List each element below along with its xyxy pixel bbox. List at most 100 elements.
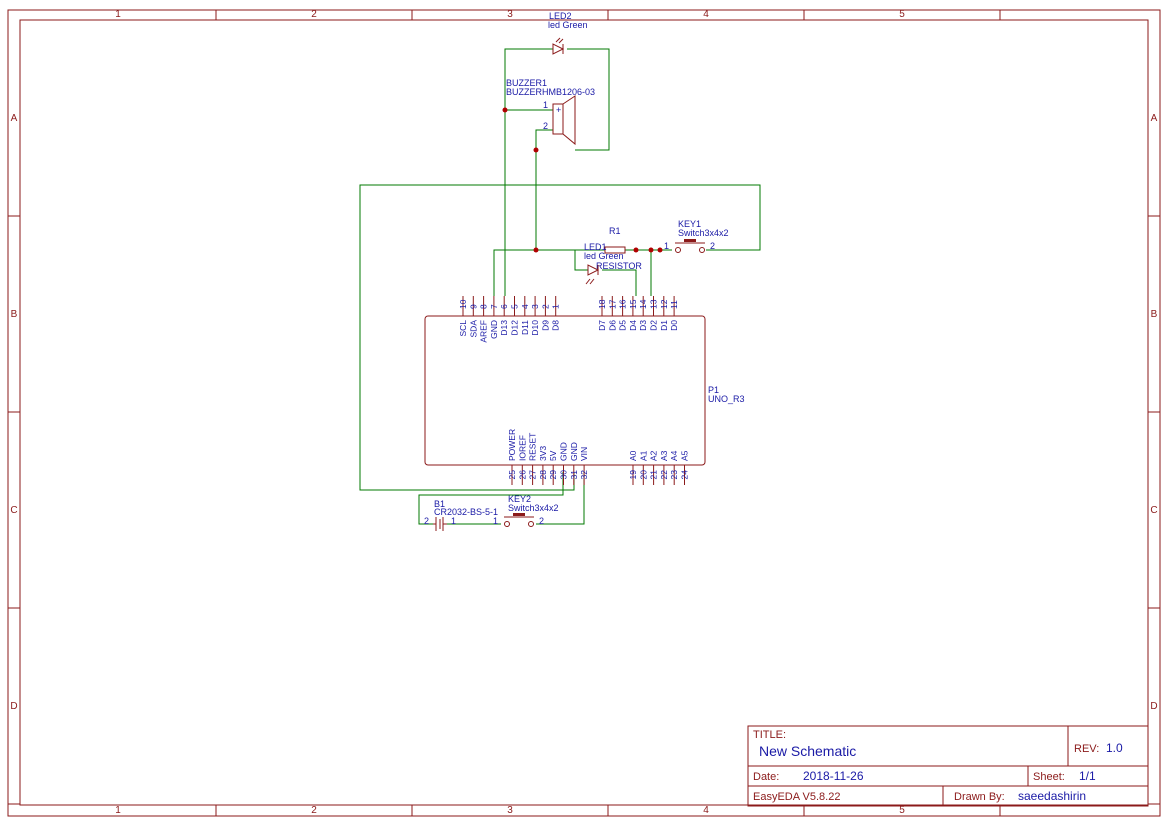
frame-row-right-D: D (1150, 701, 1157, 712)
r1-value: RESISTOR (596, 261, 642, 271)
frame-col-bottom-1: 1 (115, 805, 121, 816)
led1-value: led Green (584, 251, 624, 261)
p1-bottom-left-pin-name: IOREF (517, 435, 527, 461)
title-value: New Schematic (759, 743, 856, 759)
title-label: TITLE: (753, 729, 786, 741)
p1-bottom-right-pin-name: A3 (659, 450, 669, 461)
p1-bottom-left-pin-number: 31 (569, 470, 579, 480)
p1-top-right-pin-name: D2 (649, 320, 659, 331)
key1-symbol[interactable]: KEY1 Switch3x4x2 1 2 (664, 219, 729, 253)
led1-ref: LED1 (584, 242, 607, 252)
led1-symbol[interactable]: LED1 led Green (584, 242, 624, 285)
p1-bottom-left-pin-name: GND (569, 442, 579, 461)
p1-top-left-pin-number: 2 (540, 304, 550, 309)
p1-top-left-pin-number: 7 (489, 304, 499, 309)
p1-top-right-pin-number: 11 (669, 300, 679, 309)
p1-top-right-pin-name: D0 (669, 320, 679, 331)
p1-ref: P1 (708, 385, 719, 395)
led2-ref: LED2 (549, 11, 572, 21)
p1-top-left-pin-name: AREF (479, 320, 489, 343)
p1-bottom-right-pin-number: 22 (659, 470, 669, 480)
p1-bottom-left-pin-number: 32 (579, 470, 589, 480)
b1-pin1: 1 (451, 516, 456, 526)
p1-top-left-pin-number: 1 (551, 304, 561, 309)
buzzer1-symbol[interactable]: BUZZER1 BUZZERHMB1206-03 1 2 + (506, 78, 595, 146)
key2-value: Switch3x4x2 (508, 503, 559, 513)
p1-bottom-left-pin-name: RESET (528, 433, 538, 461)
b1-battery-symbol[interactable]: B1 CR2032-BS-5-1 1 2 (424, 499, 498, 531)
p1-top-left-pin-number: 5 (510, 304, 520, 309)
p1-bottom-left-pin-number: 27 (528, 470, 538, 480)
led2-symbol[interactable]: LED2 led Green (548, 11, 588, 55)
p1-bottom-right-pin-name: A2 (649, 450, 659, 461)
p1-top-left-pin-name: D13 (499, 320, 509, 336)
p1-bottom-left-pin-name: 3V3 (538, 446, 548, 461)
p1-bottom-left-pin-number: 30 (559, 470, 569, 480)
p1-bottom-right-pin-name: A0 (628, 450, 638, 461)
frame-row-left-C: C (10, 505, 17, 516)
b1-ref: B1 (434, 499, 445, 509)
drawn-value: saeedashirin (1018, 789, 1086, 803)
frame-col-bottom-5: 5 (899, 805, 905, 816)
p1-uno-r3[interactable]: P1 UNO_R3 10SCL9SDA8AREF7GND6D135D124D11… (424, 296, 745, 485)
sheet-value: 1/1 (1079, 769, 1096, 783)
frame-col-top-1: 1 (115, 9, 121, 20)
p1-bottom-left-pin-name: GND (559, 442, 569, 461)
rev-value: 1.0 (1106, 741, 1123, 755)
key2-pin1: 1 (493, 516, 498, 526)
p1-bottom-right-pin-name: A1 (638, 450, 648, 461)
b1-value: CR2032-BS-5-1 (434, 507, 498, 517)
p1-top-right-pin-name: D7 (597, 320, 607, 331)
key1-pin2: 2 (710, 241, 715, 251)
p1-top-right-pin-number: 18 (597, 299, 607, 309)
p1-bottom-left-pin-name: 5V (548, 450, 558, 461)
date-label: Date: (753, 771, 779, 783)
buzzer1-pin2: 2 (543, 121, 548, 131)
led2-value: led Green (548, 20, 588, 30)
p1-top-left-pin-number: 8 (479, 304, 489, 309)
key2-ref: KEY2 (508, 494, 531, 504)
key2-symbol[interactable]: KEY2 Switch3x4x2 1 2 (493, 494, 559, 527)
p1-value: UNO_R3 (708, 394, 745, 404)
sheet-label: Sheet: (1033, 771, 1065, 783)
key1-ref: KEY1 (678, 219, 701, 229)
p1-bottom-right-pin-name: A5 (680, 450, 690, 461)
p1-bottom-left-pin-name: VIN (579, 447, 589, 461)
p1-top-right-pin-name: D3 (638, 320, 648, 331)
frame-row-right-A: A (1151, 113, 1158, 124)
p1-bottom-right-pin-number: 20 (638, 470, 648, 480)
p1-bottom-left-pin-number: 26 (517, 470, 527, 480)
p1-top-left-pin-name: SDA (468, 320, 478, 338)
p1-bottom-right-pin-number: 19 (628, 470, 638, 480)
title-block: TITLE: New Schematic REV: 1.0 Date: 2018… (747, 725, 1149, 807)
p1-top-right-pin-name: D4 (628, 320, 638, 331)
rev-label: REV: (1074, 743, 1099, 755)
p1-top-right-pin-number: 15 (628, 299, 638, 309)
p1-top-left-pin-number: 9 (468, 304, 478, 309)
buzzer1-plus: + (556, 105, 561, 115)
p1-bottom-left-pin-number: 29 (548, 470, 558, 480)
p1-top-left-pin-number: 4 (520, 304, 530, 309)
key1-value: Switch3x4x2 (678, 228, 729, 238)
p1-top-right-pin-name: D6 (607, 320, 617, 331)
p1-top-right-pin-number: 16 (618, 299, 628, 309)
p1-top-left-pin-number: 10 (458, 299, 468, 309)
buzzer1-ref: BUZZER1 (506, 78, 547, 88)
buzzer1-pin1: 1 (543, 100, 548, 110)
p1-bottom-left-pin-number: 25 (507, 470, 517, 480)
p1-bottom-right-pin-number: 24 (680, 470, 690, 480)
p1-bottom-right-pin-number: 21 (649, 470, 659, 480)
wires (359, 48, 761, 525)
frame-row-right-C: C (1150, 505, 1157, 516)
p1-bottom-right-pin-name: A4 (669, 450, 679, 461)
r1-symbol[interactable]: R1 RESISTOR (596, 226, 642, 271)
frame-col-bottom-2: 2 (311, 805, 317, 816)
p1-top-left-pin-name: D11 (520, 320, 530, 335)
drawn-label: Drawn By: (954, 791, 1005, 803)
p1-top-right-pin-name: D1 (659, 320, 669, 331)
p1-top-right-pin-number: 12 (659, 299, 669, 309)
frame-col-top-3: 3 (507, 9, 513, 20)
frame-row-left-B: B (11, 309, 18, 320)
